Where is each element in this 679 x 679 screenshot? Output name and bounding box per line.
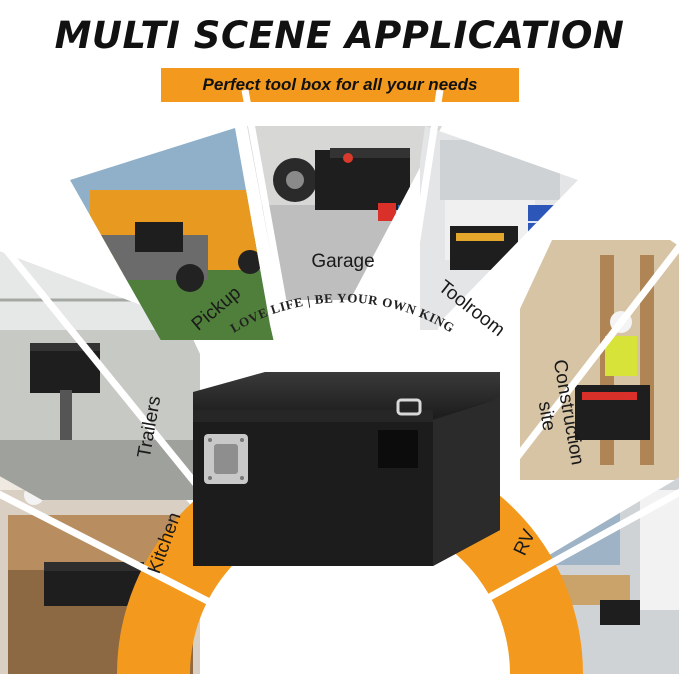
ring-dividers	[0, 89, 679, 678]
front-latch-handle	[396, 398, 422, 416]
subtitle-banner: Perfect tool box for all your needs	[161, 68, 519, 102]
lock-hasp-slot	[378, 430, 418, 468]
tool-box-product	[193, 372, 500, 566]
scene-label-garage: Garage	[311, 251, 374, 272]
headline: MULTI SCENE APPLICATION	[54, 14, 625, 57]
